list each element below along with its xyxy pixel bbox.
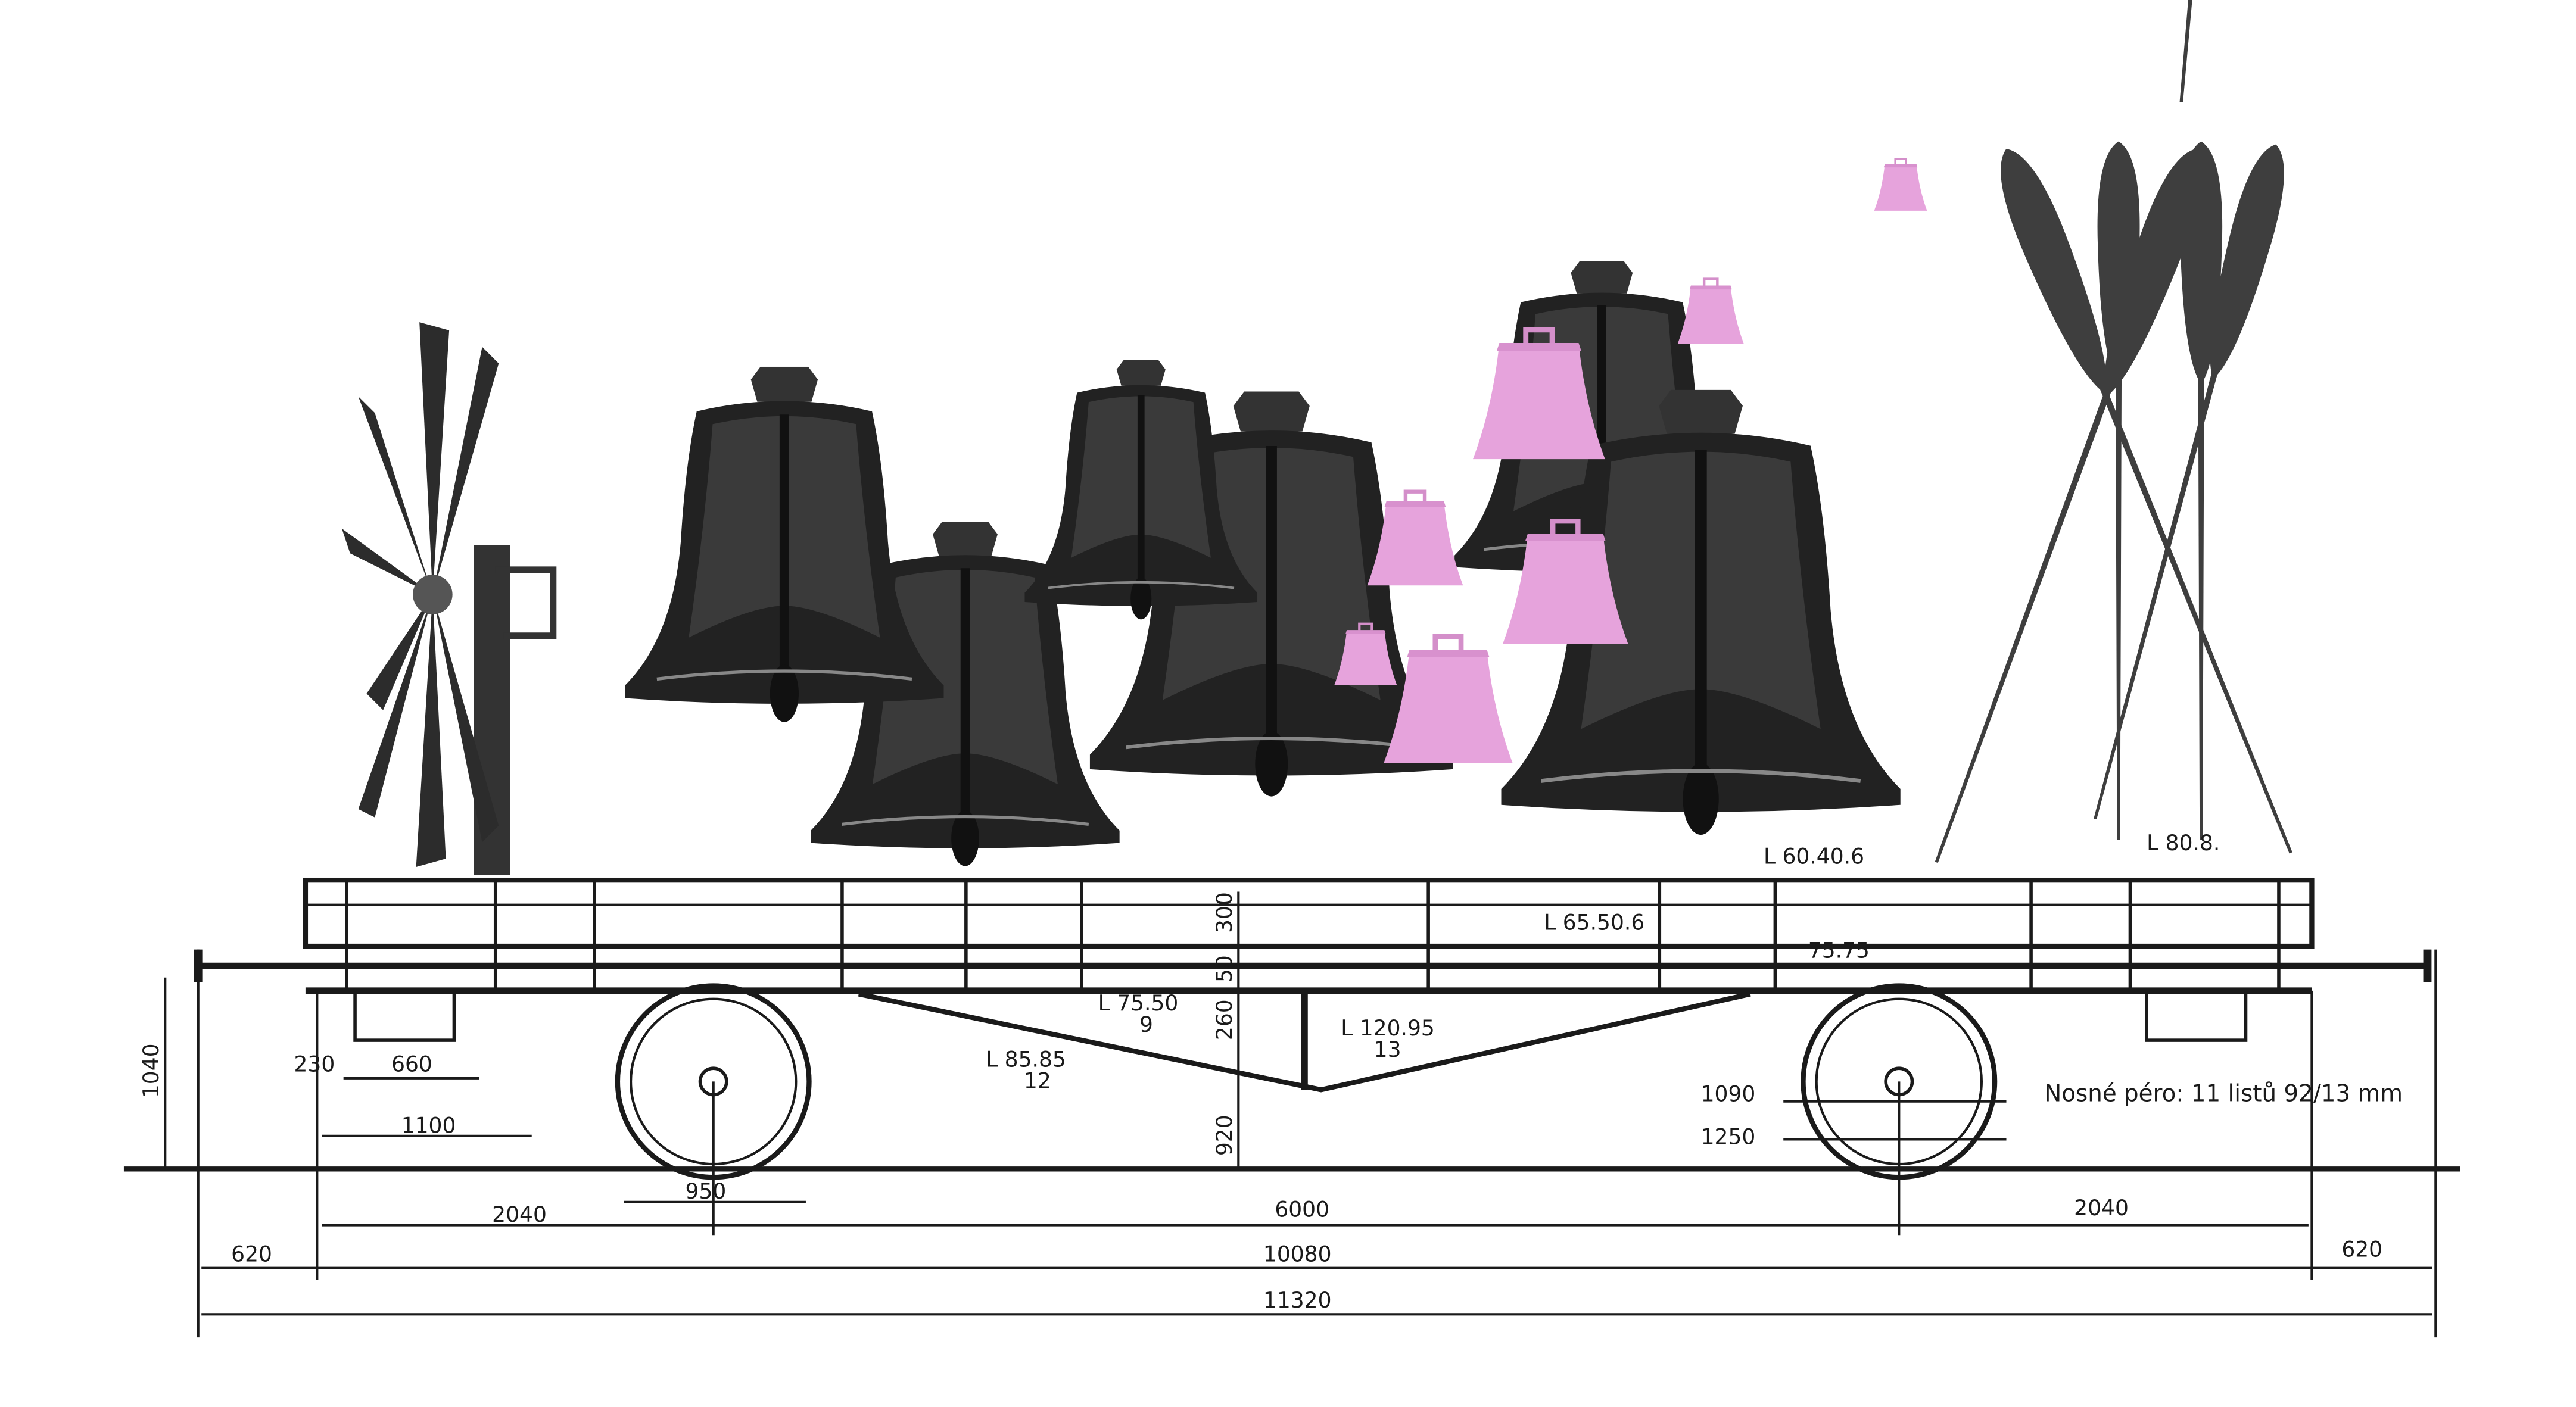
- oars-illustration: [1914, 0, 2313, 871]
- label-dim-1250: 1250: [1701, 1125, 1756, 1150]
- label-dim-11320: 11320: [1263, 1289, 1332, 1313]
- label-profile-75: L 75.50: [1098, 991, 1179, 1016]
- label-profile-120-n: 13: [1374, 1038, 1401, 1062]
- label-dim-1040: 1040: [139, 1043, 164, 1098]
- label-dim-50: 50: [1213, 955, 1237, 982]
- dimension-labels: L 60.40.6 L 80.8. L 65.50.6 L 75.50 9 L …: [139, 831, 2403, 1313]
- label-dim-620-right: 620: [2341, 1237, 2382, 1262]
- label-profile-mid: L 65.50.6: [1544, 910, 1644, 935]
- label-dim-660: 660: [391, 1053, 432, 1077]
- label-profile-75-n: 9: [1139, 1013, 1153, 1037]
- wagon-drawing: [123, 877, 2460, 1338]
- label-dim-300: 300: [1213, 892, 1237, 933]
- label-dim-10080: 10080: [1263, 1243, 1332, 1267]
- label-dim-1100: 1100: [401, 1113, 456, 1138]
- label-dim-230: 230: [294, 1053, 335, 1077]
- label-profile-right: L 80.8.: [2147, 831, 2220, 856]
- label-dim-620-left: 620: [231, 1243, 272, 1267]
- label-dim-260: 260: [1213, 999, 1237, 1040]
- cowbell: [1874, 158, 1927, 211]
- label-dim-920: 920: [1213, 1115, 1237, 1156]
- label-profile-7575: 75.75: [1808, 938, 1870, 963]
- bell-upper-left: [625, 367, 943, 722]
- label-profile-120: L 120.95: [1341, 1016, 1435, 1041]
- label-dim-2040-right: 2040: [2074, 1196, 2129, 1221]
- label-spring-note: Nosné péro: 11 listů 92/13 mm: [2044, 1081, 2403, 1107]
- label-dim-950: 950: [686, 1180, 727, 1204]
- cowbell: [1384, 634, 1513, 763]
- bells: [625, 261, 1900, 866]
- label-profile-85-n: 12: [1024, 1069, 1051, 1093]
- label-profile-85: L 85.85: [986, 1047, 1066, 1072]
- label-dim-1090: 1090: [1701, 1082, 1756, 1107]
- label-dim-2040-left: 2040: [492, 1203, 547, 1227]
- label-dim-6000: 6000: [1275, 1198, 1329, 1222]
- label-profile-top: L 60.40.6: [1764, 844, 1864, 869]
- windmill-illustration: [341, 322, 557, 875]
- cowbell: [1677, 277, 1744, 344]
